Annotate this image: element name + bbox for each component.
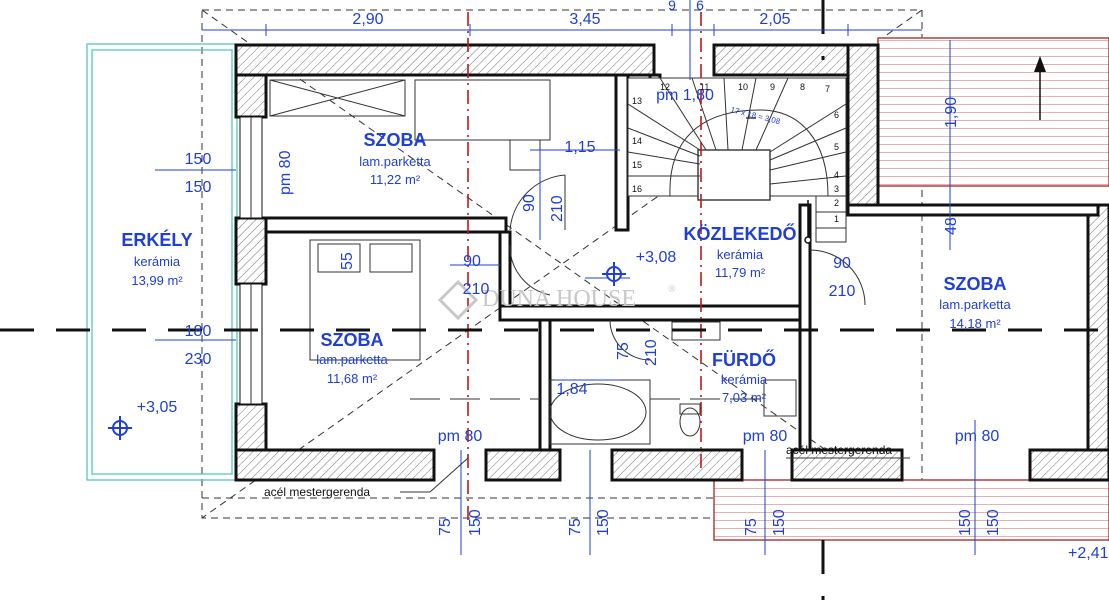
room-floor: lam.parketta [359,154,431,169]
terrace-bottom [713,479,1109,541]
win3-a: 75 [743,518,760,536]
room-area: 11,79 m² [715,265,766,280]
dim-right-48: 48 [943,217,960,235]
pm-bottom-3: pm 80 [955,428,1000,445]
beam-leaders [400,457,910,493]
terrace-top-right [877,37,1109,187]
parapet-labels: pm 1,80 pm 80 pm 80 pm 80 pm 80 [277,87,999,445]
room-furdo: FÜRDŐ kerámia 7,03 m² [712,349,776,405]
level-labels: +3,08 +3,05 +2,41 [137,249,1109,562]
win1-b: 150 [467,509,484,536]
room-area: 11,22 m² [370,172,421,187]
beam-bottom-label: acél mestergerenda [264,485,370,499]
room-floor: kerámia [721,372,768,387]
win4-a: 150 [957,509,974,536]
dim-150a: 150 [185,151,212,168]
beam-annotations: acél mestergerenda acél mestergerenda [264,443,892,499]
room-floor: lam.parketta [316,352,388,367]
win2-a: 75 [567,518,584,536]
room-area: 11,68 m² [327,371,378,386]
door1-width: 90 [521,194,538,212]
doors [509,174,866,361]
step-14: 14 [632,136,642,146]
step-2: 2 [834,198,839,208]
step-16: 16 [632,184,642,194]
level-markers [108,262,626,440]
pm-left: pm 80 [277,150,294,195]
room-area: 7,03 m² [722,390,767,405]
dim-55: 55 [339,252,356,270]
step-1: 1 [834,214,839,224]
room-szoba-1: SZOBA lam.parketta 11,22 m² [359,130,431,187]
windows-left [239,116,263,405]
level-center: +3,08 [636,249,677,266]
door2-width: 90 [463,253,481,270]
pm-bottom-1: pm 80 [438,428,483,445]
door3-height: 210 [829,283,856,300]
watermark-brand: DUNA HOUSE [482,286,636,312]
dim-115: 1,15 [564,139,595,156]
win2-b: 150 [595,509,612,536]
dim-top-cut: 9 [668,0,676,13]
room-name: FÜRDŐ [712,349,776,370]
room-floor: lam.parketta [939,297,1011,312]
room-name: SZOBA [321,330,384,350]
door2-height: 210 [463,281,490,298]
step-5: 5 [834,142,839,152]
room-floor: kerámia [134,254,181,269]
walls [234,43,1109,482]
step-11: 11 [700,82,709,92]
dim-230: 230 [185,351,212,368]
win4-b: 150 [985,509,1002,536]
level-right: +2,41 [1068,545,1109,562]
beam-right-label: acél mestergerenda [786,443,892,457]
room-erkely: ERKÉLY kerámia 13,99 m² [121,229,192,288]
room-kozlekedo: KÖZLEKEDŐ kerámia 11,79 m² [683,223,796,280]
dim-150b: 150 [185,179,212,196]
dim-180: 180 [185,323,212,340]
step-10: 10 [738,82,748,92]
watermark: DUNA HOUSE ® [437,279,676,321]
step-3: 3 [834,184,839,194]
step-12: 12 [660,82,670,92]
room-name: SZOBA [944,274,1007,294]
step-4: 4 [834,170,839,180]
structural-axes-red [467,12,702,520]
door3-width: 90 [833,255,851,272]
door4-height: 210 [643,339,660,366]
staircase [627,77,847,244]
dimension-lines [155,0,976,555]
room-szoba-2: SZOBA lam.parketta 11,68 m² [316,330,388,386]
watermark-reg: ® [668,284,676,295]
level-balcony: +3,05 [137,399,178,416]
step-13: 13 [632,96,642,106]
dim-top-1: 2,90 [352,11,383,28]
dim-right-190: 1,90 [943,97,960,128]
dimension-labels: 2,90 3,45 2,05 9 6 1,90 48 150 150 180 2… [185,0,1002,536]
pm-bottom-2: pm 80 [743,428,788,445]
room-name: ERKÉLY [121,229,192,250]
step-8: 8 [800,82,805,92]
dim-top-cut2: 6 [696,0,704,13]
dim-184: 1,84 [556,381,587,398]
room-area: 13,99 m² [131,273,183,288]
win1-a: 75 [437,518,454,536]
win3-b: 150 [771,509,788,536]
step-6: 6 [834,110,839,120]
room-name: KÖZLEKEDŐ [683,223,796,244]
step-7: 7 [825,84,830,94]
pm-top: pm 1,80 [656,87,714,104]
door1-height: 210 [549,195,566,222]
step-15: 15 [632,160,642,170]
room-floor: kerámia [717,247,764,262]
step-9: 9 [770,82,775,92]
room-area: 14,18 m² [949,316,1001,331]
dim-top-2: 3,45 [569,11,600,28]
room-szoba-3: SZOBA lam.parketta 14,18 m² [939,274,1011,331]
dim-top-3: 2,05 [759,11,790,28]
room-name: SZOBA [364,130,427,150]
door4-width: 75 [615,342,632,360]
